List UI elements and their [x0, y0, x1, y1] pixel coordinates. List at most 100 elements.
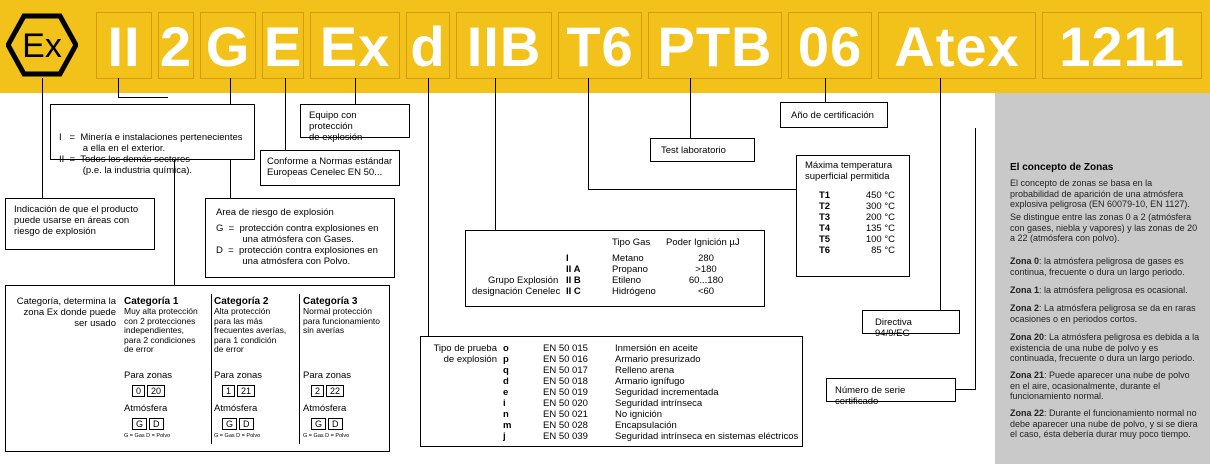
ex-logo-icon: Ex	[6, 13, 78, 77]
prueba-cell: d	[503, 376, 509, 387]
grupo-cell: Etileno	[612, 275, 642, 286]
grupo-cell: II B	[566, 275, 581, 286]
grupo-label-2: designación Cenelec	[472, 286, 561, 297]
grupo-header-gas: Tipo Gas	[612, 237, 651, 248]
prueba-cell: Encapsulación	[615, 420, 677, 431]
prueba-cell: Inmersión en aceite	[615, 343, 698, 354]
grupo-cell: 60...180	[688, 275, 724, 286]
prueba-cell: j	[503, 431, 506, 442]
prueba-cell: i	[503, 398, 506, 409]
connector	[42, 78, 43, 198]
connector	[285, 78, 286, 150]
grupo-cell: >180	[695, 264, 717, 275]
zonas-title: El concepto de Zonas	[1010, 162, 1114, 173]
connector	[428, 78, 429, 336]
numero-box: Número de serie certificado	[826, 378, 956, 407]
marking-segment: IIB	[456, 12, 552, 79]
test-box: Test laboratorio	[650, 138, 755, 162]
prueba-cell: Relleno arena	[615, 365, 675, 376]
prueba-cell: EN 50 019	[543, 387, 588, 398]
grupo-cell: Metano	[612, 253, 644, 264]
connector	[940, 78, 941, 310]
prueba-cell: n	[503, 409, 509, 420]
prueba-cell: Seguridad intrínseca	[615, 398, 703, 409]
prueba-cell: Armario presurizado	[615, 354, 701, 365]
ano-box: Año de certificación	[780, 102, 888, 128]
logo-text: Ex	[22, 27, 62, 65]
marking-segment: 06	[788, 12, 872, 79]
prueba-cell: Seguridad intrínseca en sistemas eléctri…	[615, 431, 799, 442]
marking-segment: 2	[158, 12, 194, 79]
prueba-cell: EN 50 020	[543, 398, 588, 409]
prueba-cell: Armario ignífugo	[615, 376, 685, 387]
zona-item: Zona 0: la atmósfera peligrosa de gases …	[1010, 256, 1185, 277]
zona-item: Zona 22: Durante el funcionamiento norma…	[1010, 408, 1198, 439]
connector	[825, 78, 826, 102]
marking-segment: E	[262, 12, 304, 79]
connector	[495, 78, 496, 230]
prueba-cell: o	[503, 343, 509, 354]
zones-panel	[995, 93, 1210, 464]
mineria-box: I = Minería e instalaciones pertenecient…	[50, 104, 255, 176]
connector	[118, 97, 168, 98]
connector	[955, 389, 975, 390]
connector	[690, 78, 691, 138]
marking-segment: II	[96, 12, 152, 79]
prueba-label-2: de explosión	[443, 354, 497, 365]
prueba-label: Tipo de prueba	[433, 343, 497, 354]
grupo-cell: I	[566, 253, 569, 264]
marking-segment: 1211	[1042, 12, 1202, 79]
zona-item: Zona 1: la atmósfera peligrosa es ocasio…	[1010, 285, 1188, 295]
prueba-box: Tipo de prueba de explosión o EN 50 015 In…	[420, 336, 803, 447]
connector	[355, 78, 356, 105]
connector	[118, 78, 119, 98]
directiva-box: Directiva 94/9/EG	[862, 310, 960, 339]
grupo-cell: II A	[566, 264, 581, 275]
marking-segment: T6	[558, 12, 642, 79]
connector	[174, 160, 175, 285]
connector	[975, 128, 976, 390]
zona-item: Zona 20: La atmósfera peligrosa es debid…	[1010, 332, 1200, 363]
prueba-cell: Seguridad incrementada	[615, 387, 719, 398]
marking-segment: Ex	[310, 12, 400, 79]
prueba-cell: e	[503, 387, 509, 398]
prueba-cell: q	[503, 365, 509, 376]
grupo-cell: II C	[566, 286, 581, 297]
zona-item: Zona 21: Puede aparecer una nube de polv…	[1010, 370, 1190, 401]
prueba-cell: No ignición	[615, 409, 662, 420]
riesgo-title: Area de riesgo de explosión	[216, 207, 334, 218]
prueba-cell: EN 50 016	[543, 354, 588, 365]
grupo-cell: Hidrógeno	[612, 286, 656, 297]
zona-item: Zona 2: La atmósfera peligrosa se da en …	[1010, 303, 1196, 324]
marking-segment: G	[200, 12, 256, 79]
prueba-cell: EN 50 018	[543, 376, 588, 387]
prueba-cell: EN 50 015	[543, 343, 588, 354]
prueba-cell: EN 50 028	[543, 420, 588, 431]
grupo-cell: 280	[698, 253, 714, 264]
connector	[588, 78, 589, 190]
grupo-label: Grupo Explosión	[488, 275, 559, 286]
connector	[588, 189, 796, 190]
zonas-intro: El concepto de zonas se basa en la proba…	[1010, 178, 1190, 209]
prueba-cell: m	[503, 420, 512, 431]
prueba-cell: EN 50 021	[543, 409, 588, 420]
riesgo-box: Area de riesgo de explosión G = protecci…	[205, 198, 395, 278]
marking-segment: d	[406, 12, 450, 79]
prueba-cell: EN 50 039	[543, 431, 588, 442]
prueba-cell: p	[503, 354, 509, 365]
